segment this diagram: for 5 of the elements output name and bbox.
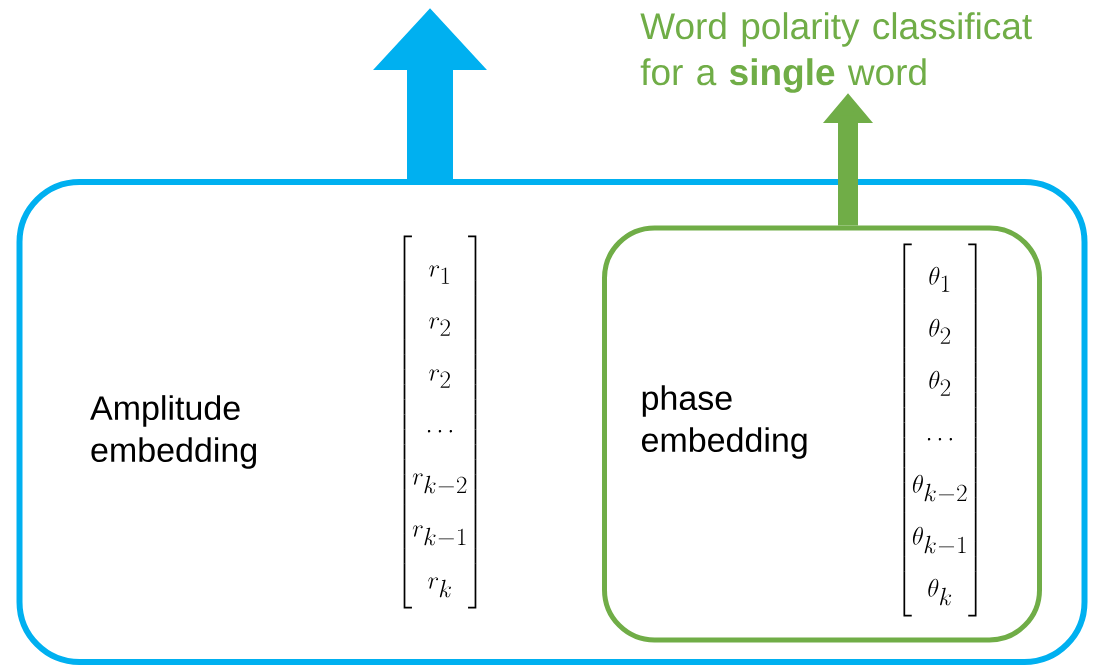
box-label: phase embedding [642, 385, 807, 459]
vector-matrix: $\begin{bmatrix} \theta_1 \\ \theta_2 \\ \theta_2 \\ \dots \\ \theta_{k-2} \\ \theta_{k-1} \\ \theta_k \end{bmatrix}$ [903, 243, 977, 617]
goal-text: Word polarity classificat for a single word [640, 12, 1032, 93]
box-label: Amplitude embedding [90, 395, 256, 469]
vector-matrix: $\begin{bmatrix} r_1 \\ r_2 \\ r_2 \\ \dots \\ r_{k-2} \\ r_{k-1} \\ r_k \end{bmatrix}$ [403, 235, 477, 609]
